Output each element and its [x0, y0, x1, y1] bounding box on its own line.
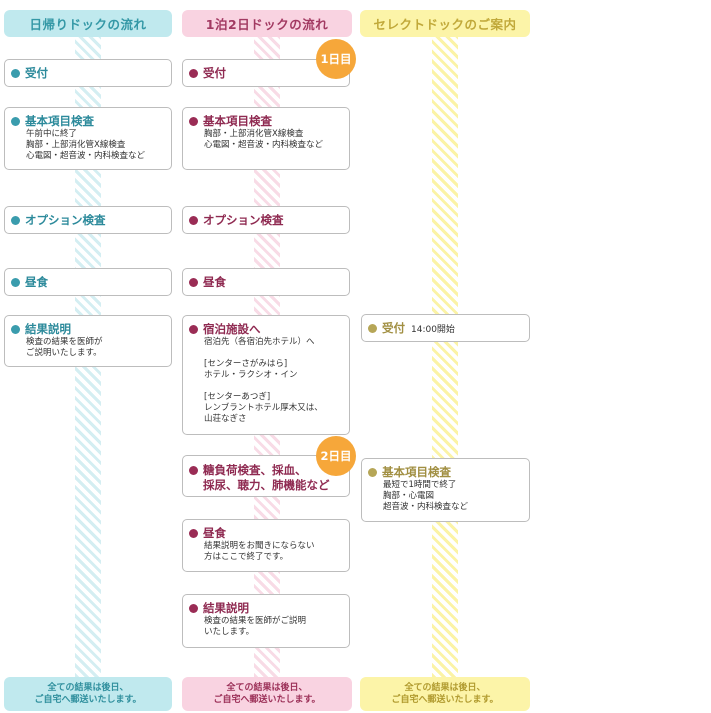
step-result-explanation: 結果説明 検査の結果を医師が ご説明いたします。: [4, 315, 172, 367]
bullet-icon: [11, 277, 20, 287]
column-footer-day-trip: 全ての結果は後日、 ご自宅へ郵送いたします。: [4, 677, 172, 711]
bullet-icon: [11, 116, 20, 126]
step-lunch: 昼食: [182, 268, 350, 296]
column-header-select: セレクトドックのご案内: [360, 10, 530, 37]
bullet-icon: [189, 466, 198, 475]
bullet-icon: [11, 215, 20, 225]
bullet-icon: [189, 68, 198, 78]
bullet-icon: [189, 215, 198, 225]
step-lunch: 昼食: [4, 268, 172, 296]
bullet-icon: [189, 528, 198, 538]
bullet-icon: [189, 603, 198, 613]
step-basic-exam: 基本項目検査 胸部・上部消化管X線検査 心電図・超音波・内科検査など: [182, 107, 350, 170]
step-reception: 受付: [4, 59, 172, 87]
step-option-exam: オプション検査: [182, 206, 350, 234]
step-basic-exam: 基本項目検査 午前中に終了 胸部・上部消化管X線検査 心電図・超音波・内科検査な…: [4, 107, 172, 170]
bullet-icon: [11, 324, 20, 334]
flow-stripe-select: [432, 37, 458, 677]
column-footer-overnight: 全ての結果は後日、 ご自宅へ郵送いたします。: [182, 677, 352, 711]
column-footer-select: 全ての結果は後日、 ご自宅へ郵送いたします。: [360, 677, 530, 711]
bullet-icon: [189, 324, 198, 334]
step-basic-exam: 基本項目検査 最短で1時間で終了 胸部・心電図 超音波・内科検査など: [361, 458, 530, 522]
step-lunch-day2: 昼食 結果説明をお聞きにならない 方はここで終了です。: [182, 519, 350, 572]
day2-badge: 2日目: [316, 436, 356, 476]
step-result-explanation: 結果説明 検査の結果を医師がご説明 いたします。: [182, 594, 350, 648]
step-glucose-test: 糖負荷検査、採血、 採尿、聴力、肺機能など: [182, 455, 350, 497]
bullet-icon: [11, 68, 20, 78]
column-header-day-trip: 日帰りドックの流れ: [4, 10, 172, 37]
step-to-hotel: 宿泊施設へ 宿泊先（各宿泊先ホテル）へ [センターさがみはら] ホテル・ラクシオ…: [182, 315, 350, 435]
day1-badge: 1日目: [316, 39, 356, 79]
bullet-icon: [189, 116, 198, 126]
bullet-icon: [189, 277, 198, 287]
column-header-overnight: 1泊2日ドックの流れ: [182, 10, 352, 37]
bullet-icon: [368, 467, 377, 477]
bullet-icon: [368, 323, 377, 333]
step-option-exam: オプション検査: [4, 206, 172, 234]
